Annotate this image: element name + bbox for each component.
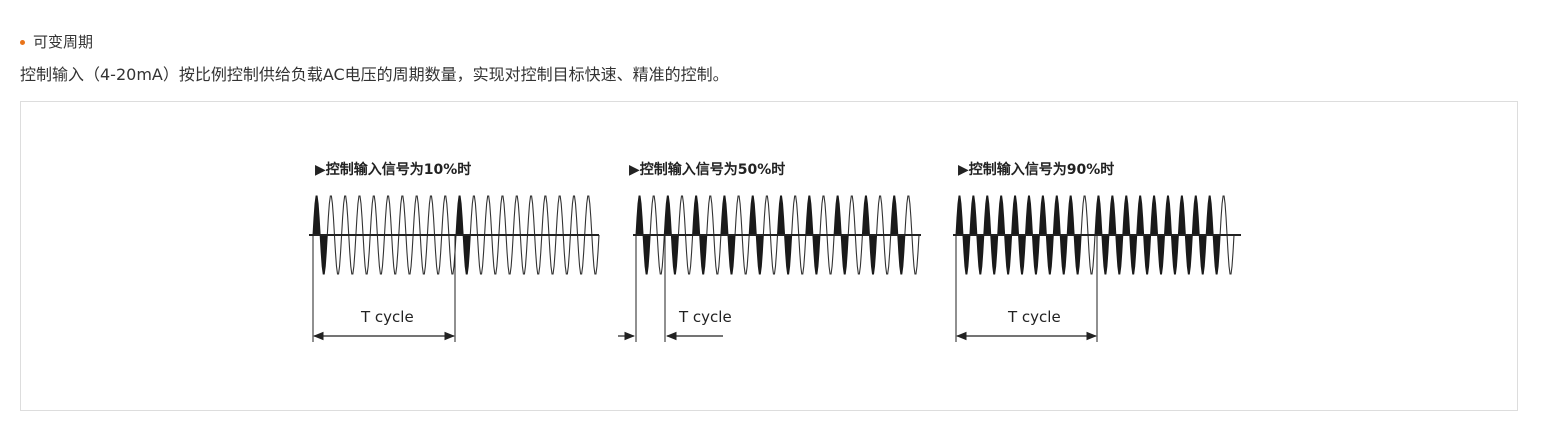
panel-title: ▶控制输入信号为10%时 bbox=[315, 161, 471, 178]
waveform-figure: ▶控制输入信号为10%时 T cycle ▶控制输入信号为50%时 T cycl… bbox=[20, 101, 1518, 411]
cycle-label: T cycle bbox=[678, 308, 732, 326]
waveform-diagram: ▶控制输入信号为10%时 T cycle ▶控制输入信号为50%时 T cycl… bbox=[309, 161, 1241, 342]
panel-title: ▶控制输入信号为50%时 bbox=[629, 161, 785, 178]
panel-50-percent: ▶控制输入信号为50%时 T cycle bbox=[618, 161, 921, 342]
cycle-label: T cycle bbox=[1007, 308, 1061, 326]
panel-90-percent: ▶控制输入信号为90%时 T cycle bbox=[953, 161, 1241, 342]
section-heading-text: 可变周期 bbox=[33, 32, 94, 51]
bullet-dot-icon bbox=[20, 39, 25, 45]
section-description: 控制输入（4-20mA）按比例控制供给负载AC电压的周期数量，实现对控制目标快速… bbox=[20, 65, 729, 84]
section-heading: 可变周期 bbox=[20, 30, 93, 52]
cycle-label: T cycle bbox=[360, 308, 414, 326]
panel-10-percent: ▶控制输入信号为10%时 T cycle bbox=[309, 161, 600, 342]
panel-title: ▶控制输入信号为90%时 bbox=[958, 161, 1114, 178]
